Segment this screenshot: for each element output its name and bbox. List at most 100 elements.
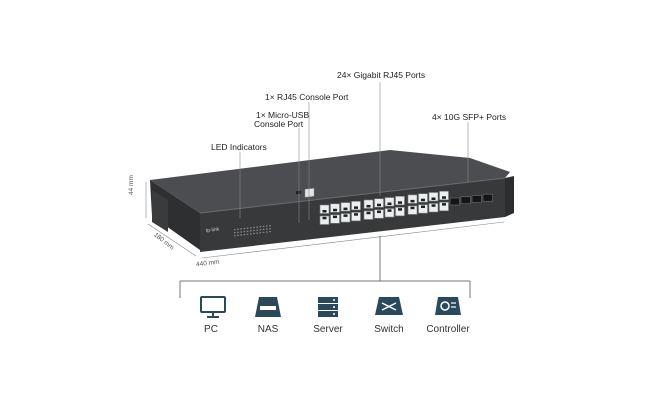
rj45-port-latch [343, 207, 348, 211]
rj45-port-latch [387, 209, 392, 212]
rj45-port [319, 215, 330, 225]
rj45-port [395, 207, 405, 217]
rj45-port-latch [410, 206, 415, 210]
rj45-port [395, 196, 405, 206]
rj45-port-latch [398, 201, 402, 204]
rj45-port-latch [333, 208, 337, 212]
rj45-port-latch [333, 215, 337, 219]
server-icon [318, 297, 338, 317]
pc-icon [200, 296, 226, 318]
rj45-port-latch [377, 203, 381, 207]
led-dot [253, 229, 255, 232]
led-indicator-grid [234, 225, 271, 237]
callout-rj45-console: 1× RJ45 Console Port [265, 92, 349, 102]
rj45-port-latch [354, 206, 358, 209]
led-dot [266, 225, 268, 227]
led-dot [266, 228, 268, 230]
led-dot [256, 232, 258, 234]
led-dot [269, 231, 271, 233]
rj45-port [384, 197, 395, 207]
led-dot [266, 231, 268, 233]
dimension-line-depth [147, 223, 197, 257]
led-dot [253, 226, 255, 229]
rj45-port [384, 208, 395, 218]
device-label-nas: NAS [257, 324, 279, 335]
rj45-port-latch [421, 198, 425, 202]
rj45-port [428, 192, 439, 202]
rj45-port-latch [343, 214, 348, 217]
led-dot [246, 230, 249, 232]
led-dot [256, 229, 258, 231]
led-dot [240, 231, 242, 233]
led-dot [234, 229, 236, 231]
rj45-port [428, 203, 439, 213]
rj45-port [319, 204, 330, 214]
rj45-console-port [304, 187, 315, 198]
rj45-port [330, 203, 340, 213]
rj45-port [439, 201, 449, 212]
callout-micro-usb-line1: 1× Micro-USB [256, 110, 310, 120]
sfp-port-block [449, 193, 493, 206]
led-dot [256, 226, 258, 228]
dimension-line-width [201, 221, 505, 259]
controller-icon [435, 297, 461, 315]
rj45-port [363, 210, 374, 220]
led-dot [262, 231, 265, 233]
callout-gigabit-ports: 24× Gigabit RJ45 Ports [337, 70, 426, 80]
led-dot [237, 228, 239, 230]
led-dot [250, 233, 252, 235]
rj45-port [374, 209, 384, 219]
rj45-port [330, 214, 340, 224]
callout-micro-usb-line2: Console Port [254, 119, 304, 129]
led-dot [246, 227, 249, 229]
led-dot [262, 228, 265, 230]
rj45-port [340, 213, 351, 223]
brand-logo: tp-link [206, 226, 220, 234]
led-dot [250, 227, 252, 229]
led-dot [253, 232, 255, 235]
callout-sfp-ports: 4× 10G SFP+ Ports [432, 112, 507, 122]
nas-icon [255, 297, 281, 317]
switch-icon [375, 297, 403, 315]
device-label-server: Server [313, 324, 343, 335]
led-dot [240, 234, 242, 236]
rj45-port [351, 201, 361, 211]
rj45-port-latch [354, 213, 358, 216]
sfp-port [460, 196, 471, 205]
rj45-port [418, 193, 428, 203]
led-dot [246, 233, 249, 235]
rj45-port [407, 205, 418, 215]
rj45-port [351, 212, 361, 222]
led-dot [243, 227, 246, 230]
rj45-port-latch [431, 197, 436, 200]
rj45-port-latch [410, 199, 415, 203]
led-dot [243, 233, 246, 236]
rj45-port-latch [377, 210, 381, 214]
led-dot [250, 230, 252, 232]
led-dot [259, 226, 262, 228]
micro-usb-port [296, 190, 301, 195]
led-dot [259, 232, 262, 234]
led-dot [234, 232, 236, 234]
led-dot [240, 228, 242, 230]
dimension-height: 44 mm [128, 175, 135, 195]
rj45-port-latch [322, 210, 327, 213]
mounting-ear-right [505, 176, 514, 217]
sfp-port [482, 193, 493, 202]
rj45-port-latch [366, 204, 371, 208]
rj45-port-latch [322, 216, 327, 220]
rj45-port-latch [442, 203, 446, 206]
led-dot [234, 235, 236, 237]
rj45-port [363, 199, 374, 209]
rj45-port [418, 204, 428, 214]
rj45-port-latch [398, 208, 402, 211]
device-label-switch: Switch [374, 324, 404, 335]
rj45-port-latch [387, 202, 392, 206]
callout-led-indicators: LED Indicators [211, 142, 267, 152]
led-dot [237, 231, 239, 233]
sfp-port [471, 195, 482, 203]
device-label-pc: PC [204, 324, 218, 335]
led-dot [259, 229, 262, 231]
sfp-port [449, 197, 460, 206]
rj45-port-latch [442, 196, 446, 199]
